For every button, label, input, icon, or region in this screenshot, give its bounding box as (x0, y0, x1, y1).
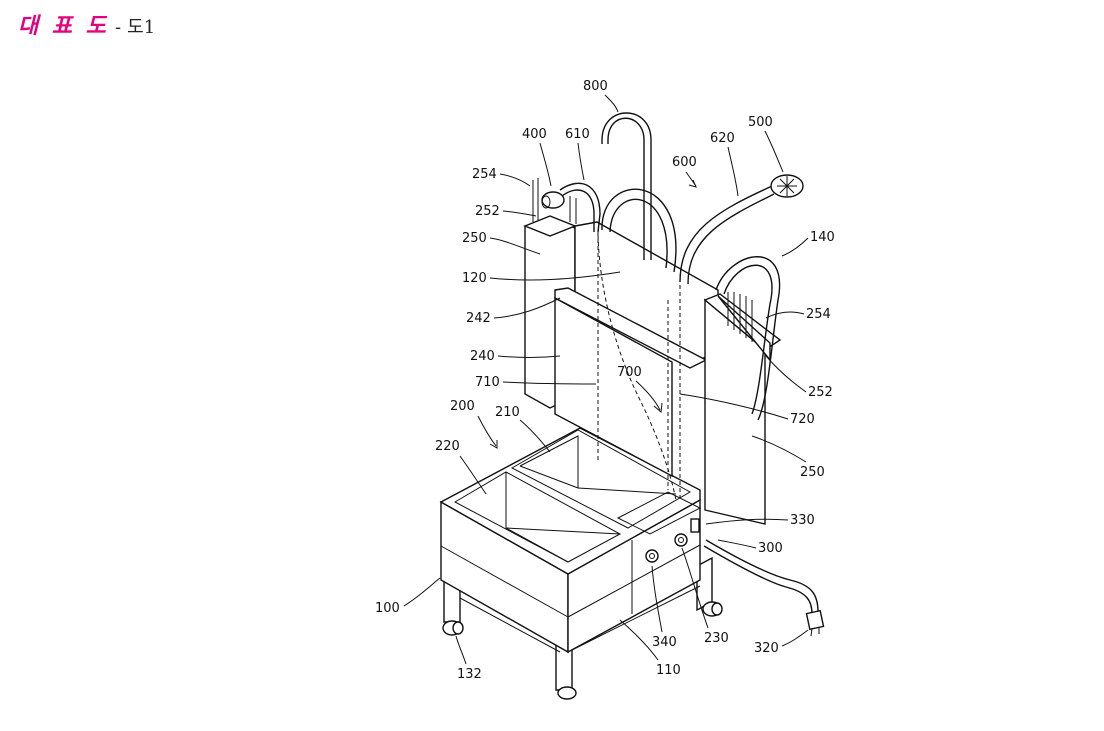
label-340: 340 (652, 635, 677, 650)
label-254-left: 254 (472, 167, 497, 182)
label-600: 600 (672, 155, 697, 170)
label-500: 500 (748, 115, 773, 130)
label-720: 720 (790, 412, 815, 427)
label-132: 132 (457, 667, 482, 682)
label-120: 120 (462, 271, 487, 286)
label-250-right: 250 (800, 465, 825, 480)
label-610: 610 (565, 127, 590, 142)
label-250-left: 250 (462, 231, 487, 246)
label-330: 330 (790, 513, 815, 528)
label-252-right: 252 (808, 385, 833, 400)
label-620: 620 (710, 131, 735, 146)
label-200: 200 (450, 399, 475, 414)
fan-500 (680, 175, 803, 284)
label-710: 710 (475, 375, 500, 390)
label-230: 230 (704, 631, 729, 646)
label-700: 700 (617, 365, 642, 380)
label-100: 100 (375, 601, 400, 616)
label-300: 300 (758, 541, 783, 556)
label-110: 110 (656, 663, 681, 678)
label-320: 320 (754, 641, 779, 656)
label-242: 242 (466, 311, 491, 326)
label-220: 220 (435, 439, 460, 454)
label-252-left: 252 (475, 204, 500, 219)
label-254-right: 254 (806, 307, 831, 322)
label-400: 400 (522, 127, 547, 142)
label-800: 800 (583, 79, 608, 94)
label-240: 240 (470, 349, 495, 364)
label-210: 210 (495, 405, 520, 420)
label-140: 140 (810, 230, 835, 245)
right-side-panel (705, 292, 780, 524)
